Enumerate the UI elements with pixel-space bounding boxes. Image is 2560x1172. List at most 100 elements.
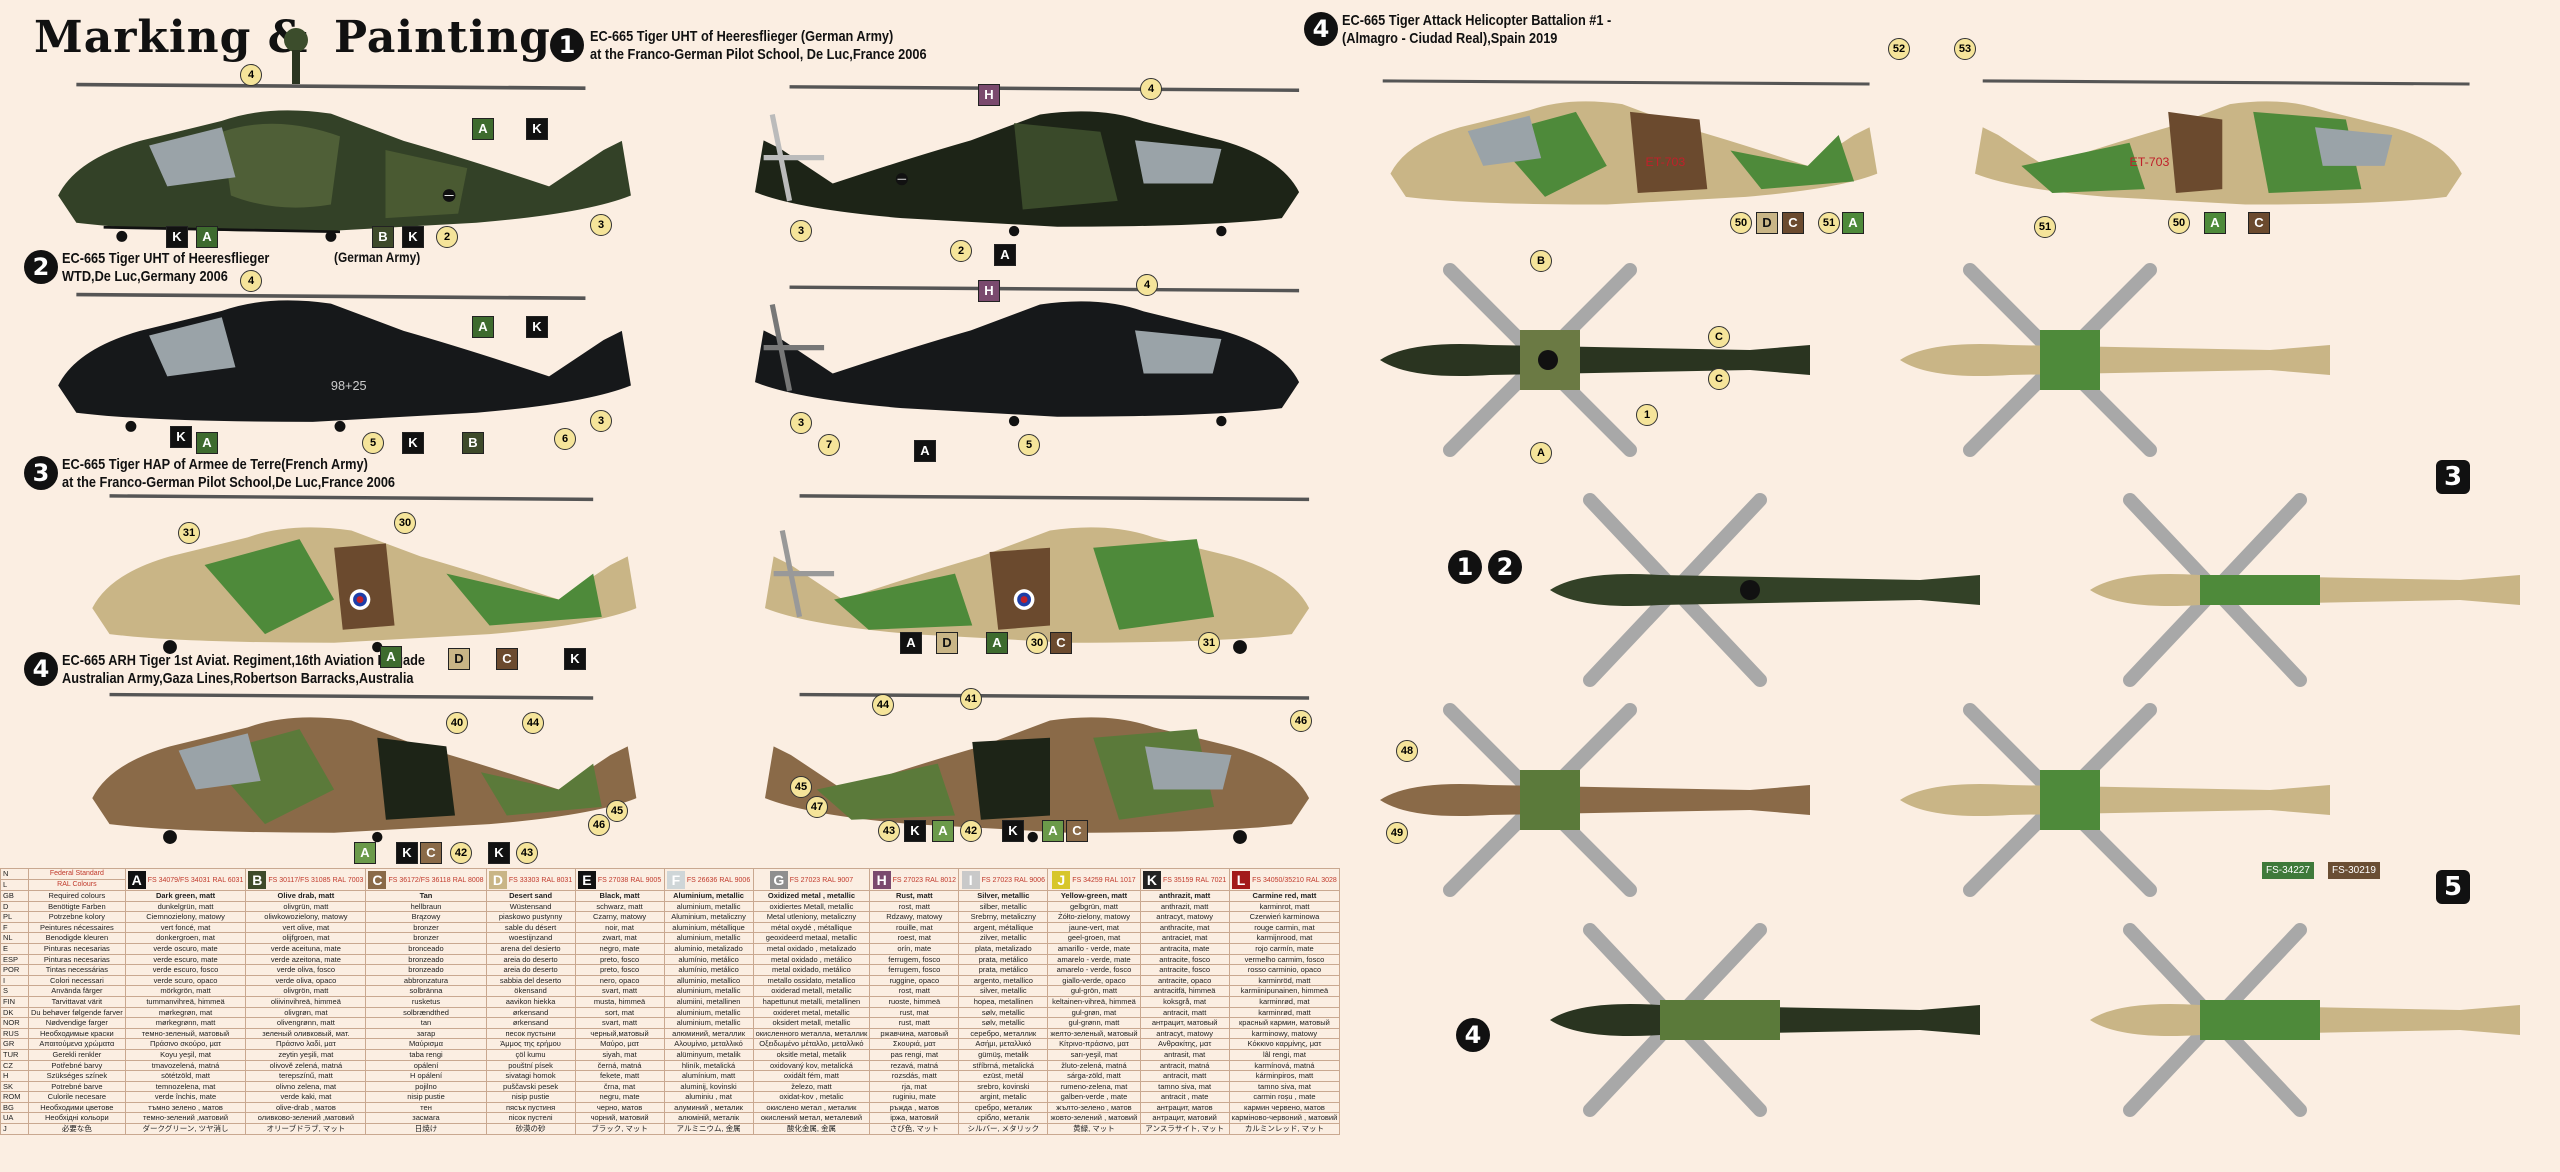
color-name-cell: areia do deserto — [485, 953, 576, 966]
color-name-cell: Koyu yeşil, mat — [124, 1048, 247, 1061]
color-name-cell: oxidat-kov , metalic — [752, 1091, 871, 1103]
code-s4-C: C — [420, 842, 442, 864]
color-name-cell: verde oliva, opaco — [245, 974, 367, 987]
lang-code: F — [0, 921, 29, 934]
lang-label: Απαιτούμενα χρώματα — [28, 1038, 126, 1050]
color-name-cell: mörkgrön, matt — [124, 985, 247, 997]
code-s2-K2: K — [402, 432, 424, 454]
color-name-cell: opálení — [365, 1059, 487, 1072]
color-name-cell: Tan — [365, 890, 487, 902]
color-name-cell: antracit, matt — [1139, 1070, 1230, 1082]
color-name-cell: olivno zelena, mat — [245, 1080, 367, 1093]
color-name-cell: plata, metalizado — [958, 942, 1049, 955]
color-name-cell: olivgrün, matt — [245, 900, 367, 913]
lang-code: NOR — [0, 1017, 29, 1029]
fs-code: FS 27038 — [597, 876, 629, 884]
color-name-cell: rosso carminio, opaco — [1228, 964, 1341, 976]
code-s1-B: B — [372, 226, 394, 248]
color-name-cell: Aluminium, metallic — [663, 890, 754, 902]
color-name-cell: さび色, マット — [869, 1123, 960, 1135]
color-letter: F — [666, 870, 685, 889]
color-name-cell: oliwkowozielony, matowy — [245, 911, 367, 923]
fs-code: FS 27023 — [789, 876, 821, 884]
fs-code: FS 36172/FS 36118 — [388, 876, 451, 884]
color-name-cell: schwarz, matt — [574, 900, 665, 913]
code-s2-K3: K — [526, 316, 548, 338]
color-name-cell: giallo-verde, opaco — [1047, 974, 1141, 987]
fs-code: FS 30117/FS 31085 — [268, 876, 331, 884]
color-name-cell: oxideret metal, metallic — [752, 1006, 871, 1019]
code-s3r-D: D — [936, 632, 958, 654]
color-name-cell: тъмно зелено , матов — [124, 1101, 247, 1114]
color-name-cell: Wüstensand — [485, 900, 576, 913]
color-name-cell: gul-grøn, mat — [1047, 1006, 1141, 1019]
color-name-cell: gelbgrün, matt — [1047, 900, 1141, 913]
ral-code: RAL 9006 — [1014, 876, 1045, 884]
color-name-cell: woestijnzand — [485, 932, 576, 944]
color-name-cell: mørkegrøn, mat — [124, 1006, 247, 1019]
lang-code: DK — [0, 1006, 29, 1019]
color-name-cell: srebro, kovinski — [958, 1080, 1049, 1093]
color-name-cell: ökensand — [485, 985, 576, 997]
callout-s4r-43: 43 — [878, 820, 900, 842]
color-letter: K — [1142, 870, 1161, 889]
code-s2-A2: A — [472, 316, 494, 338]
color-name-cell: тен — [365, 1101, 487, 1114]
color-name-cell: svart, matt — [574, 1017, 665, 1029]
color-name-cell: tummanvihreä, himmeä — [124, 995, 247, 1008]
color-name-cell: ръжда , матов — [869, 1101, 960, 1114]
lang-label: Colori necessari — [28, 974, 126, 987]
callout-s4-42: 42 — [450, 842, 472, 864]
lang-label: 必要な色 — [28, 1123, 126, 1135]
color-name-cell: антрацит, матовый — [1139, 1017, 1230, 1029]
lang-label: Szükséges színek — [28, 1070, 126, 1082]
plan-view-8 — [2090, 923, 2520, 1117]
color-name-cell: Ασήμι, μεταλλικό — [958, 1038, 1049, 1050]
heli-side-5-right: ET-703 — [1975, 79, 2470, 205]
color-name-cell: sable du désert — [485, 921, 576, 934]
hdr-fs-label: Federal Standard — [28, 868, 126, 880]
color-name-cell: solbrændthed — [365, 1006, 487, 1019]
color-name-cell: oxidált fém, matt — [752, 1070, 871, 1082]
color-name-cell: stříbrná, metalická — [958, 1059, 1049, 1072]
color-name-cell: pouštní písek — [485, 1059, 576, 1072]
lang-label: Tintas necessárias — [28, 964, 126, 976]
color-name-cell: verde escuro, fosco — [124, 964, 247, 976]
section-1-number: 1 — [550, 28, 584, 62]
color-name-cell: verde aceituna, mate — [245, 942, 367, 955]
color-name-cell: антрацит, матовий — [1139, 1112, 1230, 1125]
lang-code: J — [0, 1123, 29, 1135]
lang-code: TUR — [0, 1048, 29, 1061]
color-name-cell: сребро, металик — [958, 1101, 1049, 1114]
code-s4r-K: K — [904, 820, 926, 842]
color-name-cell: Άμμος της ερήμου — [485, 1038, 576, 1050]
color-name-cell: zeytin yeşili, mat — [245, 1048, 367, 1061]
color-name-cell: Ciemnozielony, matowy — [124, 911, 247, 923]
color-name-cell: silber, metallic — [958, 900, 1049, 913]
color-name-cell: アンスラサイト, マット — [1139, 1123, 1230, 1135]
color-name-cell: fekete, matt — [574, 1070, 665, 1082]
color-name-cell: železo, matt — [752, 1080, 871, 1093]
lang-code: UA — [0, 1112, 29, 1125]
ral-code: RAL 9007 — [822, 876, 854, 884]
code-s3-K: K — [564, 648, 586, 670]
heli-side-1-left — [58, 82, 631, 242]
color-name-cell: olivengrønn, matt — [245, 1017, 367, 1029]
lang-label: Använda färger — [28, 985, 126, 997]
color-name-cell: Desert sand — [485, 890, 576, 902]
color-letter: J — [1052, 870, 1071, 889]
lang-code: PL — [0, 911, 29, 923]
fs-code: FS 27023 — [892, 876, 923, 884]
ral-code: RAL 7021 — [1195, 876, 1227, 884]
code-s1r-H: H — [978, 84, 1000, 106]
code-s3-C: C — [496, 648, 518, 670]
color-name-cell: H opálení — [365, 1070, 487, 1082]
